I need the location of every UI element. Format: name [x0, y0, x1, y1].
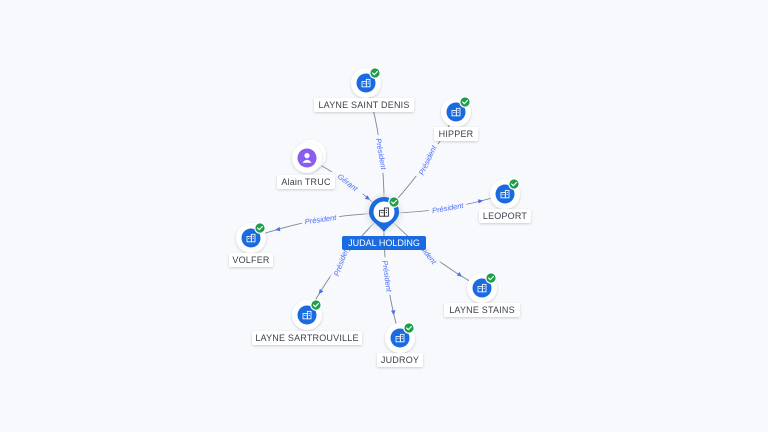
edge-arrow-icon	[391, 310, 396, 316]
hub-layer: JUDAL HOLDING	[342, 191, 426, 250]
check-badge-icon	[254, 222, 266, 234]
node-label: VOLFER	[232, 255, 270, 265]
node-label: LAYNE STAINS	[449, 305, 515, 315]
check-badge-icon	[459, 96, 471, 108]
hub-label: JUDAL HOLDING	[348, 238, 420, 248]
edge-label: Président	[374, 137, 389, 171]
nodes-layer: LAYNE SAINT DENIS HIPPER LEOPORT LAYNE STAI…	[229, 67, 531, 367]
node-label: LAYNE SAINT DENIS	[318, 100, 409, 110]
node-label-bg	[314, 98, 414, 112]
edge-label-bg	[415, 140, 440, 180]
node-label-bg	[229, 253, 273, 267]
node-label: LEOPORT	[483, 211, 528, 221]
hub-label-bg	[342, 236, 426, 250]
edge-label: Président	[417, 143, 439, 176]
check-badge-icon	[508, 178, 520, 190]
node-layne-stains[interactable]: LAYNE STAINS	[444, 272, 520, 317]
node-layne-sartrouville[interactable]: LAYNE SARTROUVILLE	[252, 299, 362, 345]
edge-volfer: Président	[250, 211, 385, 239]
edge-label: Président	[380, 260, 393, 294]
node-label: LAYNE SARTROUVILLE	[255, 333, 358, 343]
node-leoport[interactable]: LEOPORT	[479, 178, 531, 223]
node-label-bg	[252, 331, 362, 345]
edge-label-bg	[428, 199, 468, 216]
hub-node[interactable]: JUDAL HOLDING	[342, 191, 426, 250]
node-judroy[interactable]: JUDROY	[377, 322, 423, 367]
node-label-bg	[277, 175, 335, 189]
check-badge-icon	[310, 299, 322, 311]
node-volfer[interactable]: VOLFER	[229, 222, 273, 267]
node-label-bg	[444, 303, 520, 317]
node-label: HIPPER	[439, 129, 474, 139]
edge-arrow-icon	[318, 288, 324, 295]
edge-label-bg	[380, 256, 395, 296]
edge-arrow-icon	[274, 226, 281, 232]
node-layne-saint-denis[interactable]: LAYNE SAINT DENIS	[314, 67, 414, 112]
edge-label: Président	[431, 201, 465, 216]
check-badge-icon	[403, 322, 415, 334]
node-hipper[interactable]: HIPPER	[434, 96, 478, 141]
node-label-bg	[479, 209, 531, 223]
edge-arrow-icon	[477, 199, 484, 204]
edge-label-bg	[300, 211, 340, 227]
edge-label-bg	[330, 166, 366, 198]
edge-arrow-icon	[456, 271, 463, 277]
check-badge-icon	[485, 272, 497, 284]
edge-label: Président	[304, 213, 338, 226]
node-label: JUDROY	[381, 355, 419, 365]
check-badge-icon	[388, 196, 400, 208]
edge-label-bg	[330, 241, 352, 281]
node-label-bg	[377, 353, 423, 367]
node-label: Alain TRUC	[281, 177, 331, 187]
edge-label-bg	[373, 134, 390, 174]
check-badge-icon	[369, 67, 381, 79]
node-alain-truc[interactable]: Alain TRUC	[277, 140, 335, 189]
node-label-bg	[434, 127, 478, 141]
person-icon	[302, 153, 312, 163]
